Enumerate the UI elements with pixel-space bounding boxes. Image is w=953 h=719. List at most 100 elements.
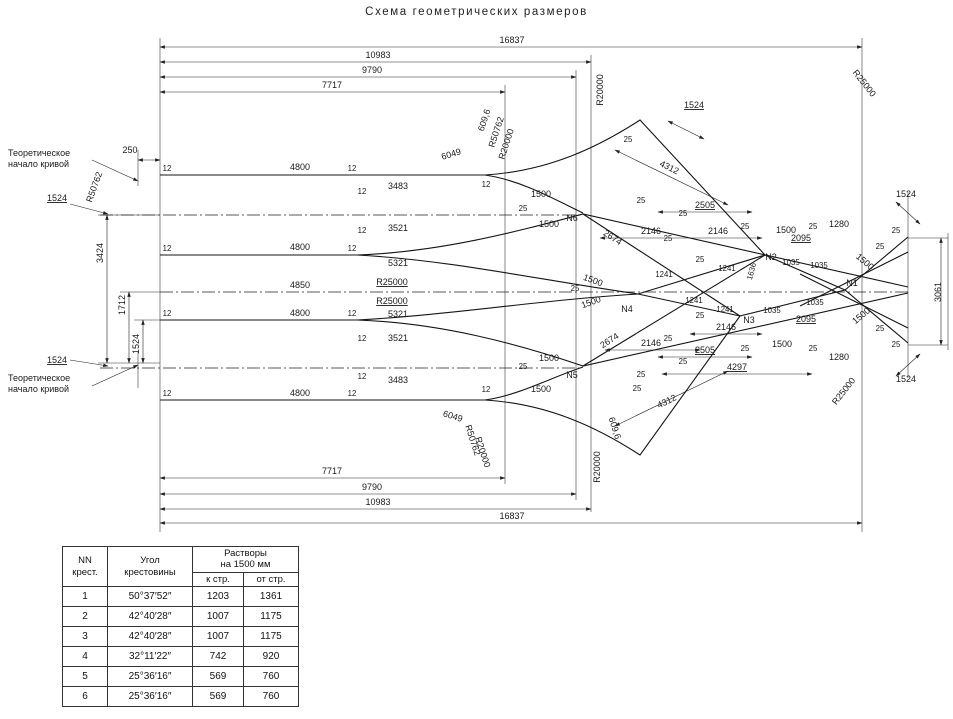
- drawing-line: [91, 364, 139, 387]
- table-cell: 1007: [192, 626, 244, 648]
- dim-label: 4800: [290, 308, 310, 318]
- dim-label: 25: [519, 362, 528, 371]
- note-curve-start-bottom: Теоретическое: [8, 373, 70, 383]
- dim-label: 12: [348, 309, 357, 318]
- drawing-line: [356, 254, 741, 317]
- dim-label: 25: [876, 324, 885, 333]
- col-header-from-point: от стр.: [243, 571, 299, 588]
- dim-label: 12: [348, 389, 357, 398]
- drawing-line: [799, 251, 909, 307]
- drawing-title: Схема геометрических размеров: [365, 6, 588, 18]
- table-cell: 920: [243, 646, 299, 668]
- node-label: N1: [846, 278, 858, 288]
- dim-label: 25: [664, 334, 673, 343]
- dim-label: 1035: [763, 306, 781, 315]
- dim-label: 25: [633, 384, 642, 393]
- drawing-line: [582, 254, 766, 367]
- dim-label: 12: [348, 244, 357, 253]
- table-cell: 5: [62, 666, 108, 688]
- dim-label: 1035: [810, 261, 828, 270]
- dim-label: 4312: [658, 158, 680, 176]
- drawing-line: [69, 203, 109, 215]
- dim-label: 1636: [745, 262, 758, 281]
- table-cell: 1361: [243, 586, 299, 608]
- dim-label: 4850: [290, 280, 310, 290]
- dim-label: 12: [163, 309, 172, 318]
- node-label: N3: [743, 315, 755, 325]
- drawing-line: [895, 353, 921, 377]
- dim-label: 1500: [772, 339, 792, 349]
- table-cell: 25°36′16″: [107, 666, 193, 688]
- dim-label: 1241: [716, 305, 733, 314]
- dim-label: 25: [637, 370, 646, 379]
- dim-label: 25: [679, 357, 688, 366]
- dim-label: 4297: [727, 362, 747, 372]
- dim-label: 6049: [440, 146, 462, 161]
- dim-label: 1500: [531, 189, 551, 199]
- dim-label: 25: [696, 255, 705, 264]
- dim-label: 2505: [695, 345, 715, 355]
- dim-label: 10983: [365, 50, 390, 60]
- table-cell: 42°40′28″: [107, 626, 193, 648]
- note-curve-start-top: Теоретическое: [8, 148, 70, 158]
- dim-label: 12: [163, 164, 172, 173]
- dim-label: 4800: [290, 242, 310, 252]
- dim-label: 7717: [322, 466, 342, 476]
- node-label: N2: [765, 252, 777, 262]
- drawing-line: [160, 236, 909, 456]
- drawing-line: [614, 370, 729, 427]
- drawing-line: [69, 359, 109, 367]
- dim-label: 1524: [896, 374, 916, 384]
- dim-label: 2674: [598, 331, 620, 350]
- node-label: N5: [566, 370, 578, 380]
- table-cell: 742: [192, 646, 244, 668]
- drawing-line: [160, 292, 909, 367]
- drawing-line: [91, 159, 139, 182]
- dim-label: 25: [679, 209, 688, 218]
- dim-label: 2095: [791, 233, 811, 243]
- dim-label: 1280: [829, 352, 849, 362]
- table-cell: 760: [243, 666, 299, 688]
- dim-label: 25: [571, 284, 580, 293]
- dim-label: 5321: [388, 309, 408, 319]
- drawing-line: [160, 213, 909, 288]
- table-cell: 4: [62, 646, 108, 668]
- leader-lines: [69, 159, 139, 387]
- dim-label: 2146: [641, 226, 661, 236]
- drawing-line: [582, 213, 741, 317]
- table-cell: 1203: [192, 586, 244, 608]
- dim-label: 3483: [388, 375, 408, 385]
- dim-label: 25: [664, 234, 673, 243]
- dim-label: 1500: [539, 353, 559, 363]
- drawing-line: [667, 120, 705, 140]
- dim-label: 1524: [47, 193, 67, 203]
- dim-label: 1241: [685, 296, 702, 305]
- dim-label: 3521: [388, 333, 408, 343]
- dim-label: 1500: [539, 219, 559, 229]
- dim-label: 12: [482, 180, 491, 189]
- dim-label: R50762: [84, 170, 104, 203]
- track-axes: [100, 214, 908, 369]
- dim-label: 1524: [131, 334, 141, 354]
- dim-label: R25000: [851, 68, 878, 99]
- dim-label: 2674: [602, 228, 624, 247]
- dim-label: 1241: [655, 270, 672, 279]
- dim-label: 25: [519, 204, 528, 213]
- dim-label: 1524: [896, 189, 916, 199]
- dim-label: R20000: [595, 74, 605, 106]
- dim-label: 1712: [117, 295, 127, 315]
- dim-label: 5321: [388, 258, 408, 268]
- dim-label: 12: [358, 372, 367, 381]
- dim-label: 10983: [365, 497, 390, 507]
- dim-label: R25000: [830, 376, 857, 407]
- dim-label: 25: [892, 226, 901, 235]
- dim-label: 12: [348, 164, 357, 173]
- dim-label: 25: [741, 222, 750, 231]
- dim-label: 12: [163, 389, 172, 398]
